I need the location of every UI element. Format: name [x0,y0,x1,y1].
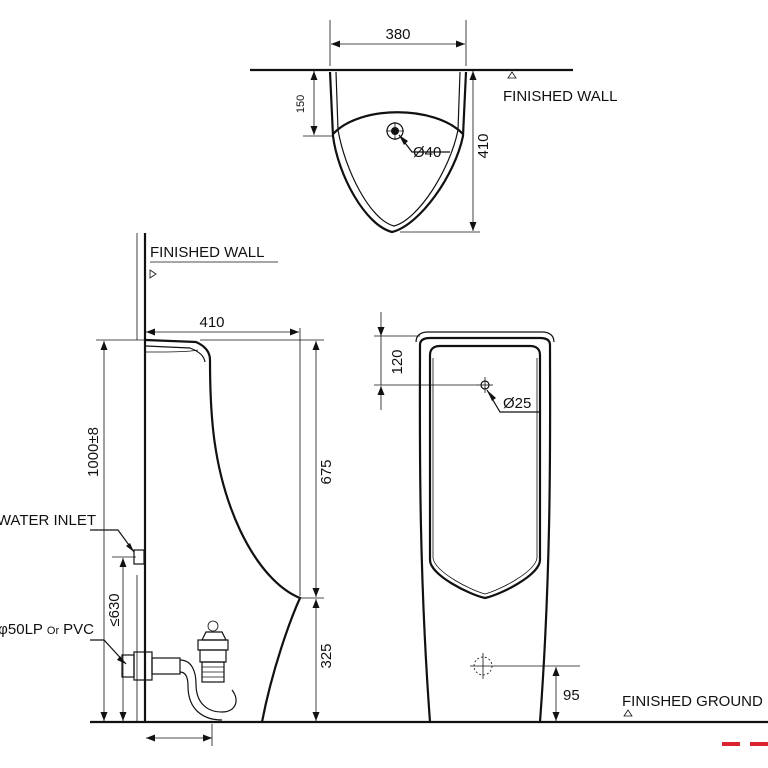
side-inlet-dim: ≤630 [106,593,123,626]
side-wall-label: FINISHED WALL [150,244,264,261]
front-inlet-dim: Ø25 [503,395,531,412]
top-bowl-outline [328,71,468,234]
side-depth-dim: 410 [199,314,224,331]
front-top-rim [415,331,555,343]
top-total-dim: 410 [475,133,492,158]
top-wall-symbol [507,71,517,79]
front-body-outline [418,336,552,723]
front-view: Ø25 120 95 FINISHED GROUND [374,312,763,723]
water-inlet-label: WATER INLET [0,512,96,529]
drain-label-or: Or [47,625,60,637]
side-urinal-profile [145,338,302,723]
accent-marks [722,742,768,746]
front-floor-dim: 95 [563,687,580,704]
side-lower-dim: 325 [318,643,335,668]
water-inlet-leader [90,529,135,553]
drain-trap [121,620,237,721]
side-view: FINISHED WALL WATER INLET [0,233,768,746]
accent-dash-2 [750,742,768,746]
side-upper-dim: 675 [318,459,335,484]
front-bowl-opening [428,344,542,600]
side-wall-symbol [149,269,157,279]
top-bowl-rim [332,111,464,135]
top-outlet-dim: Ø40 [413,144,441,161]
ground-symbol [623,709,633,717]
front-top-dim: 120 [389,349,406,374]
drain-label-pvc: PVC [63,621,94,638]
top-depth-dim: 150 [295,95,307,113]
top-width-dim: 380 [385,26,410,43]
top-bowl-inner [335,71,461,227]
ground-label: FINISHED GROUND [622,693,763,710]
accent-dash-1 [722,742,740,746]
side-height-dim: 1000±8 [85,427,102,477]
top-view: FINISHED WALL Ø40 380 150 410 [250,20,617,234]
drain-label-main: φ50LP [0,621,43,638]
top-wall-label: FINISHED WALL [503,88,617,105]
